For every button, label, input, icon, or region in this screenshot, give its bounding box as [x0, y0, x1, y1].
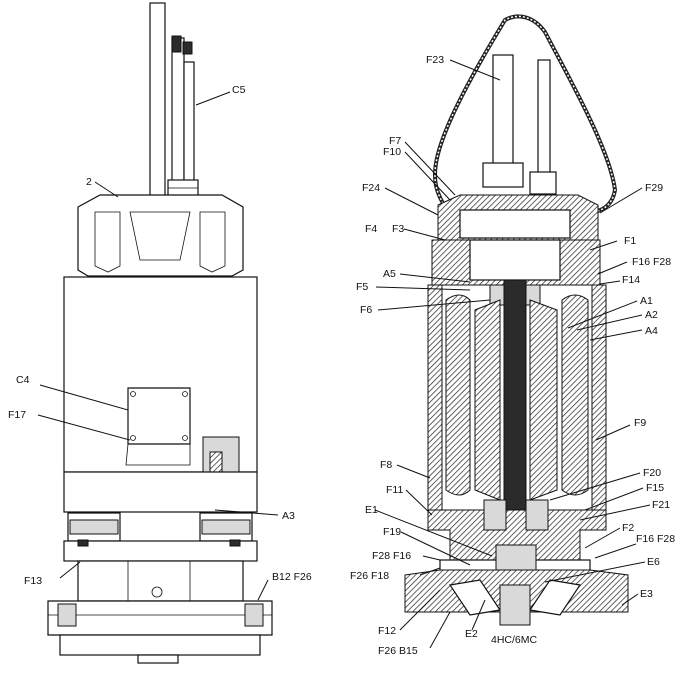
terminal-box-cover [127, 387, 191, 445]
label-f16-f28-top: F16 F28 [632, 256, 671, 268]
stator-housing-left [427, 284, 443, 511]
pump-section-view [404, 14, 629, 626]
label-f5: F5 [356, 281, 368, 293]
rotor-right [529, 299, 558, 501]
bearing-housing [63, 471, 258, 513]
label-f14: F14 [622, 274, 640, 286]
oil-chamber [63, 540, 258, 562]
label-e6: E6 [647, 556, 660, 568]
pump-volute [77, 560, 244, 602]
label-c5: C5 [232, 84, 246, 96]
control-cable [183, 61, 195, 198]
label-f20: F20 [643, 467, 661, 479]
impeller-vane-right [528, 579, 582, 616]
section-control-cable [537, 59, 551, 176]
power-cable [171, 37, 185, 199]
lifting-rod [149, 2, 166, 229]
label-f29: F29 [645, 182, 663, 194]
label-f6: F6 [360, 304, 372, 316]
label-f7: F7 [389, 135, 401, 147]
label-e2: E2 [465, 628, 478, 640]
impeller-hub [499, 584, 531, 626]
label-a2: A2 [645, 309, 658, 321]
label-f24: F24 [362, 182, 380, 194]
label-f19: F19 [383, 526, 401, 538]
label-a4: A4 [645, 325, 658, 337]
label-model: 4HC/6MC [491, 634, 538, 646]
rotor-left [474, 299, 501, 501]
label-f26-f18: F26 F18 [350, 570, 389, 582]
label-f28-f16: F28 F16 [372, 550, 411, 562]
label-b12-f26: B12 F26 [272, 571, 312, 583]
pump-external-view [47, 2, 273, 664]
label-f8: F8 [380, 459, 392, 471]
label-f16-f28-bot: F16 F28 [636, 533, 675, 545]
motor-cover [77, 194, 244, 277]
base-stand [47, 600, 273, 636]
label-f2: F2 [622, 522, 634, 534]
right-callouts: F23 F7 F10 F24 F29 F4 F3 F1 F16 F28 A5 F… [350, 54, 675, 657]
label-f26-b15: F26 B15 [378, 645, 418, 657]
label-a5: A5 [383, 268, 396, 280]
section-power-cable [492, 54, 514, 166]
label-f23: F23 [426, 54, 444, 66]
label-f1: F1 [624, 235, 636, 247]
left-callouts: C5 2 C4 F17 A3 F13 B12 F26 [8, 84, 312, 587]
label-f11: F11 [386, 484, 403, 496]
label-e1: E1 [365, 504, 378, 516]
stator-housing-right [591, 284, 607, 511]
label-e3: E3 [640, 588, 653, 600]
stator-winding-left [445, 294, 471, 496]
label-a3: A3 [282, 510, 295, 522]
label-a1: A1 [640, 295, 653, 307]
leader-lines [37, 59, 651, 649]
label-f10: F10 [383, 146, 401, 158]
label-f3: F3 [392, 223, 404, 235]
label-f9: F9 [634, 417, 646, 429]
label-f13: F13 [24, 575, 42, 587]
label-c4: C4 [16, 374, 30, 386]
label-2: 2 [86, 176, 92, 188]
label-f21: F21 [652, 499, 670, 511]
label-f12: F12 [378, 625, 396, 637]
stator-winding-right [561, 294, 589, 496]
label-f17: F17 [8, 409, 26, 421]
label-f4: F4 [365, 223, 377, 235]
label-f15: F15 [646, 482, 664, 494]
